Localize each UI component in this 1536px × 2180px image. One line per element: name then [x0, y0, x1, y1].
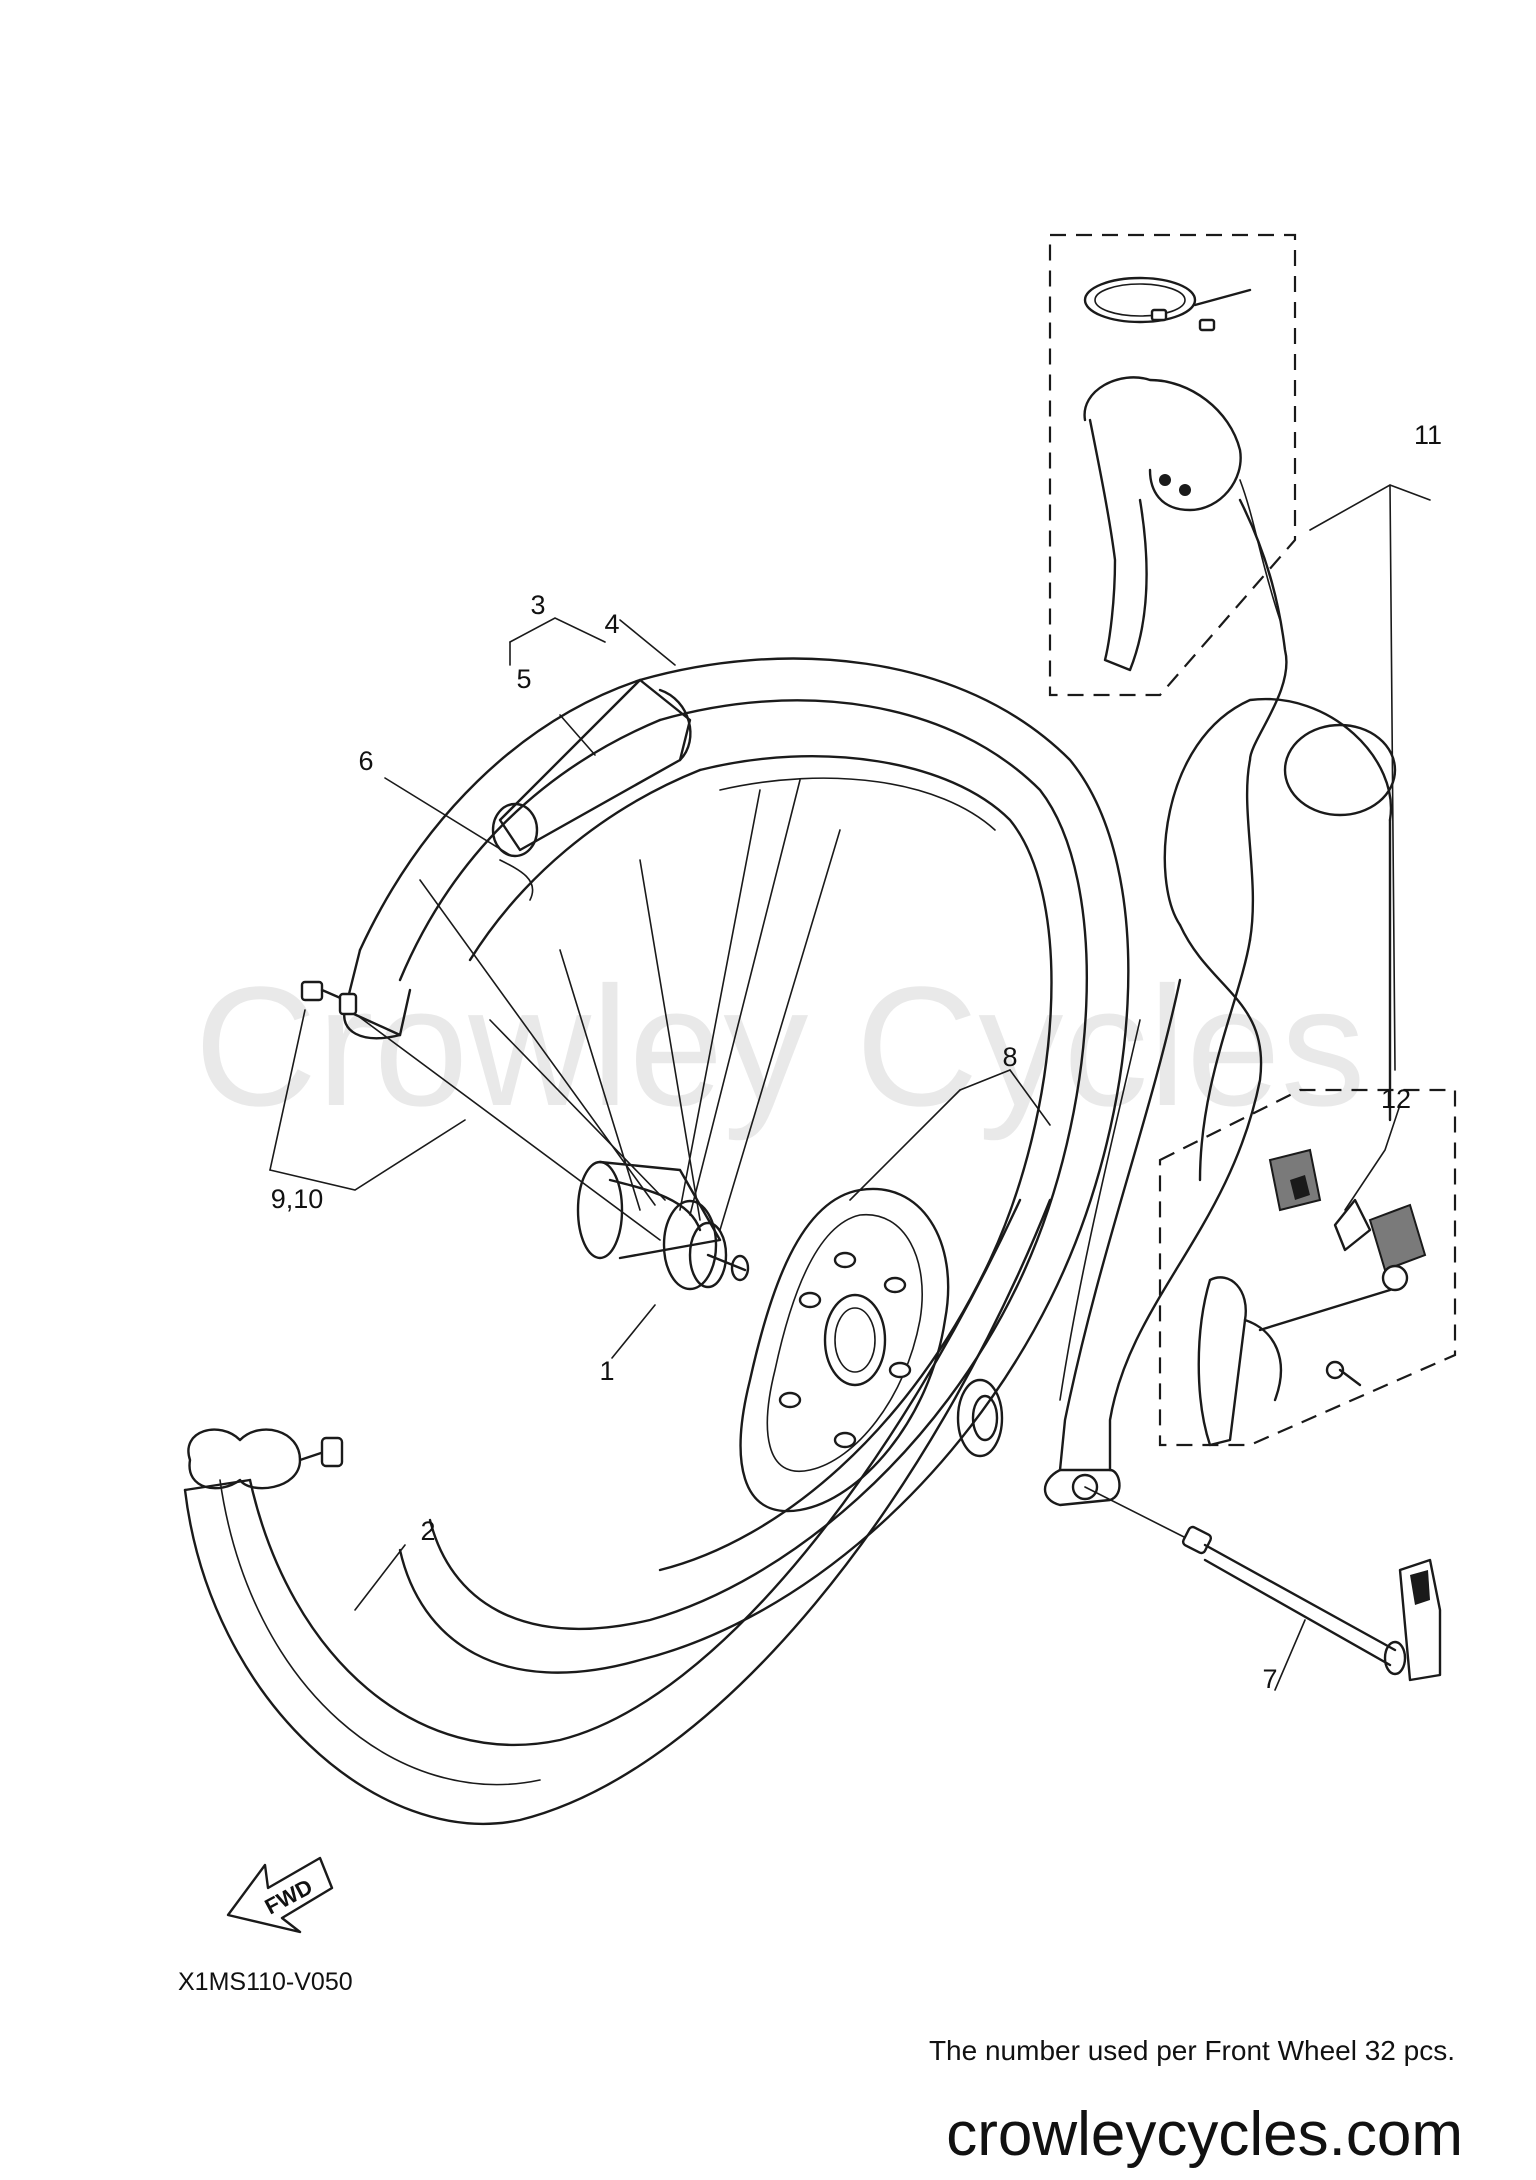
valve-bolt [300, 980, 358, 1016]
callout-12: 12 [1381, 1084, 1411, 1114]
fwd-arrow-icon: FWD [226, 1856, 334, 1934]
usage-note: The number used per Front Wheel 32 pcs. [929, 2035, 1455, 2066]
callout-8: 8 [1002, 1042, 1017, 1072]
brake-hose [1198, 498, 1397, 1182]
callout-5: 5 [516, 664, 531, 694]
lock-ring [956, 1378, 1004, 1458]
svg-text:FWD: FWD [261, 1874, 317, 1920]
fork-leg [1043, 697, 1393, 1507]
website-label: crowleycycles.com [946, 2100, 1463, 2169]
watermark: Crowley Cycles [194, 952, 1365, 1142]
callout-3: 3 [530, 590, 545, 620]
hub [576, 1160, 750, 1291]
spokes [349, 779, 841, 1241]
callout-6: 6 [358, 746, 373, 776]
callout-1: 1 [599, 1356, 614, 1386]
disc-rotor [739, 1187, 950, 1513]
brake-caliper-assembly [1158, 1088, 1457, 1447]
brake-lever-assembly [1048, 233, 1297, 697]
callout-9-10: 9,10 [271, 1184, 324, 1214]
callout-11: 11 [1414, 420, 1442, 450]
callout-2: 2 [420, 1516, 435, 1546]
callout-leaders [269, 484, 1431, 1691]
callout-4: 4 [604, 609, 619, 639]
rim [343, 657, 1130, 1674]
diagram-code: X1MS110-V050 [178, 1968, 353, 1996]
tyre [183, 1198, 1052, 1826]
callout-labels: 1 2 3 4 5 6 7 8 9,10 11 12 [271, 420, 1442, 1694]
callout-7: 7 [1262, 1664, 1277, 1694]
tube-section [491, 678, 692, 901]
quick-release-skewer [1084, 1486, 1442, 1682]
